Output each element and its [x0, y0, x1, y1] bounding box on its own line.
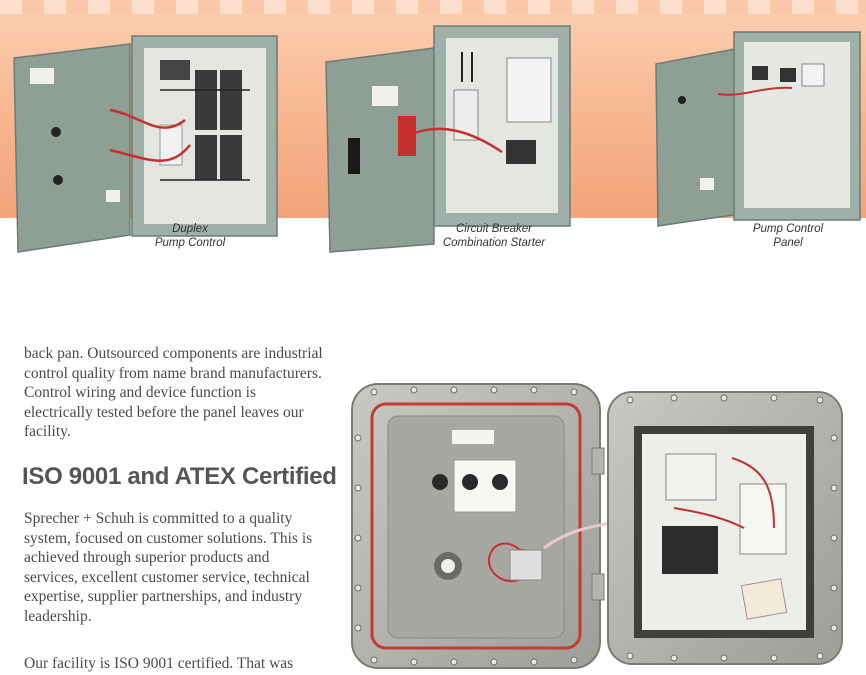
caption-line: Pump Control	[154, 237, 226, 249]
caption-line: Pump Control	[752, 223, 824, 235]
pump-control-panel-photo	[655, 31, 861, 227]
paragraph-quality: Sprecher + Schuh is committed to a quali…	[24, 510, 313, 625]
duplex-pump-control-photo	[13, 35, 278, 253]
caption-line: Circuit Breaker	[455, 223, 533, 235]
paragraph-facility: Our facility is ISO 9001 certified. That…	[24, 655, 294, 672]
header-stripes	[0, 0, 866, 14]
caption-circuit-breaker-starter: Circuit Breaker Combination Starter	[424, 222, 564, 250]
caption-line: Panel	[773, 237, 803, 249]
caption-pump-control-panel: Pump Control Panel	[728, 222, 848, 250]
circuit-breaker-starter-photo	[325, 25, 571, 253]
caption-line: Duplex	[172, 223, 208, 235]
paragraph-components: back pan. Outsourced components are indu…	[24, 345, 323, 441]
caption-line: Combination Starter	[442, 237, 546, 249]
caption-duplex-pump-control: Duplex Pump Control	[130, 222, 250, 250]
section-heading-iso: ISO 9001 and ATEX Certified	[22, 463, 337, 490]
explosion-proof-enclosure-photo	[351, 383, 843, 669]
